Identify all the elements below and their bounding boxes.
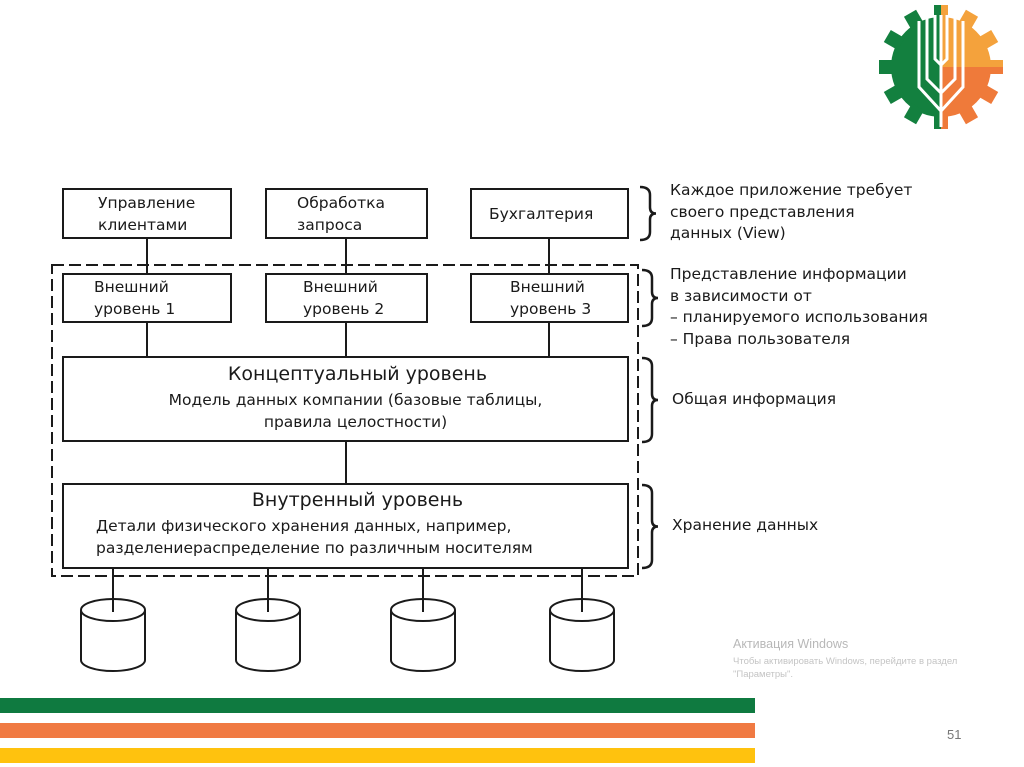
app-box-request-processing: Обработка запроса — [265, 188, 428, 239]
windows-activation-title: Активация Windows — [733, 637, 849, 651]
external-level-label-line2: уровень 1 — [94, 300, 176, 318]
annotation-line: Представление информации — [670, 265, 907, 283]
app-box-label-line1: Бухгалтерия — [489, 205, 594, 223]
internal-level-desc-line2: разделениераспределение по различным нос… — [96, 539, 533, 557]
annotation-conceptual: Общая информация — [672, 389, 836, 411]
external-level-label-line2: уровень 2 — [303, 300, 385, 318]
external-level-label-line1: Внешний — [510, 278, 585, 296]
storage-cylinder-icon — [549, 610, 615, 672]
brace-conceptual — [641, 356, 659, 444]
page-number: 51 — [947, 727, 962, 742]
conceptual-level-desc-line2: правила целостности) — [263, 413, 448, 431]
storage-cylinder-icon — [80, 610, 146, 672]
external-level-label-line1: Внешний — [303, 278, 378, 296]
footer-stripe-orange — [0, 723, 755, 738]
app-box-label-line1: Управление — [98, 194, 196, 212]
windows-activation-line2: "Параметры". — [733, 669, 794, 680]
brace-external — [641, 268, 659, 328]
storage-cylinder-top — [390, 598, 456, 622]
storage-cylinder-icon — [390, 610, 456, 672]
annotation-line: – планируемого использования — [670, 308, 928, 326]
gear-logo-icon — [879, 5, 1003, 129]
storage-cylinder-top — [235, 598, 301, 622]
external-level-1-box: Внешний уровень 1 — [62, 273, 232, 323]
app-box-accounting: Бухгалтерия — [470, 188, 629, 239]
external-level-3-box: Внешний уровень 3 — [470, 273, 629, 323]
annotation-line: Хранение данных — [672, 516, 819, 534]
footer-stripe-yellow — [0, 748, 755, 763]
annotation-external: Представление информации в зависимости о… — [670, 264, 928, 350]
conceptual-level-desc-line1: Модель данных компании (базовые таблицы, — [168, 391, 543, 409]
external-level-2-box: Внешний уровень 2 — [265, 273, 428, 323]
app-box-label-line2: запроса — [297, 216, 363, 234]
external-level-label-line2: уровень 3 — [510, 300, 592, 318]
app-box-label-line1: Обработка — [297, 194, 386, 212]
brace-applications — [639, 185, 657, 242]
internal-level-box: Внутренный уровень Детали физического хр… — [62, 483, 629, 569]
conceptual-level-box: Концептуальный уровень Модель данных ком… — [62, 356, 629, 442]
storage-cylinder-top — [549, 598, 615, 622]
windows-activation-line1: Чтобы активировать Windows, перейдите в … — [733, 656, 958, 667]
app-box-client-management: Управление клиентами — [62, 188, 232, 239]
footer-stripe-green — [0, 698, 755, 713]
annotation-line: – Права пользователя — [670, 329, 851, 348]
annotation-internal: Хранение данных — [672, 515, 818, 537]
annotation-line: Общая информация — [672, 390, 837, 408]
internal-level-title: Внутренный уровень — [251, 489, 464, 511]
app-box-label-line2: клиентами — [98, 216, 188, 234]
annotation-line: Каждое приложение требует — [670, 181, 913, 199]
external-level-label-line1: Внешний — [94, 278, 169, 296]
annotation-line: данных (View) — [670, 224, 786, 242]
storage-cylinder-icon — [235, 610, 301, 672]
annotation-line: своего представления — [670, 202, 855, 221]
conceptual-level-title: Концептуальный уровень — [227, 363, 488, 385]
internal-level-desc-line1: Детали физического хранения данных, напр… — [96, 517, 512, 535]
storage-cylinder-top — [80, 598, 146, 622]
annotation-line: в зависимости от — [670, 286, 812, 305]
brace-internal — [641, 483, 659, 570]
annotation-applications: Каждое приложение требует своего предста… — [670, 180, 912, 245]
